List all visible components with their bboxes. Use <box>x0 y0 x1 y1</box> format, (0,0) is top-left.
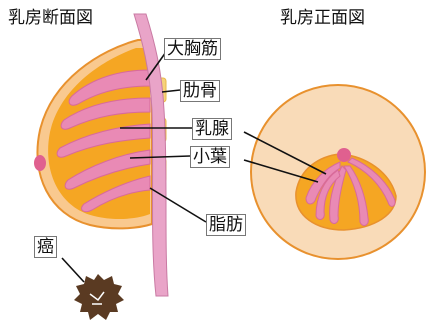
front-view <box>251 85 425 259</box>
label-cancer: 癌 <box>34 236 57 258</box>
front-view-title: 乳房正面図 <box>278 8 367 28</box>
label-lobule: 小葉 <box>190 146 230 168</box>
label-rib: 肋骨 <box>180 80 220 102</box>
label-fat: 脂肪 <box>206 214 246 236</box>
tumor <box>74 274 124 320</box>
nipple-front <box>337 148 351 162</box>
label-pectoralis: 大胸筋 <box>164 38 221 60</box>
tumor-shape <box>74 274 124 320</box>
nipple <box>34 155 46 171</box>
label-mammary-gland: 乳腺 <box>192 118 232 140</box>
cross-section-title: 乳房断面図 <box>6 8 95 28</box>
